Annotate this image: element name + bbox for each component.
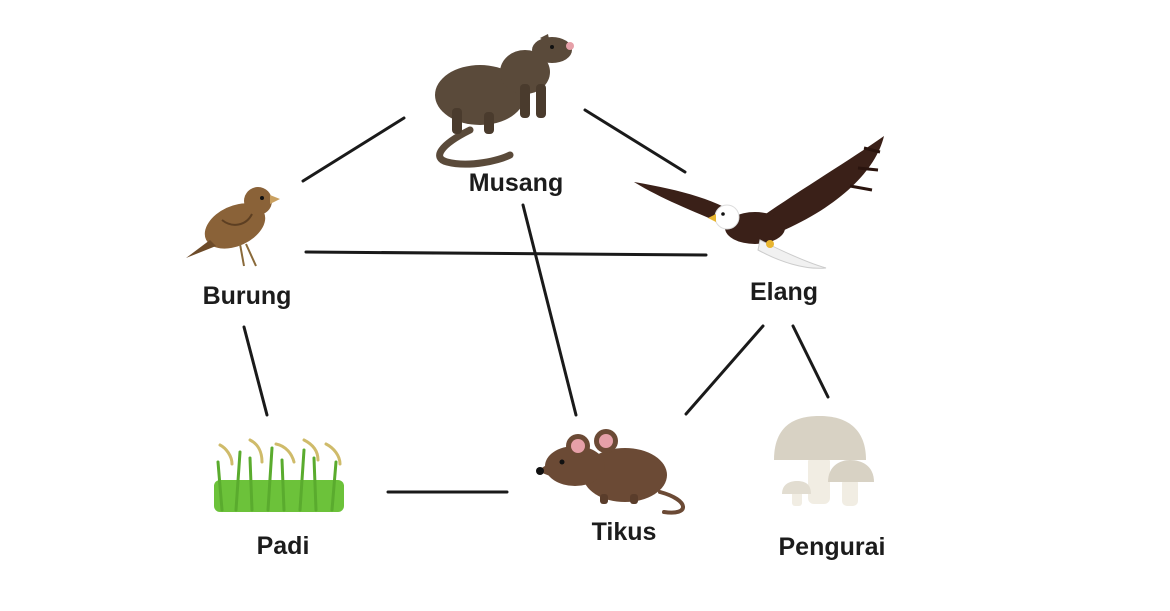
edge-burung-musang (301, 116, 406, 183)
rat-icon (536, 429, 685, 515)
label-padi: Padi (256, 532, 310, 560)
edge-burung-padi (242, 325, 269, 417)
mushroom-icon (774, 416, 874, 506)
civet-icon (435, 34, 574, 168)
edge-elang-tikus (684, 324, 765, 416)
edge-burung-elang (304, 250, 708, 257)
edge-musang-tikus (521, 203, 578, 417)
edge-elang-pengurai (791, 324, 830, 399)
label-elang: Elang (749, 278, 819, 306)
label-tikus: Tikus (591, 518, 657, 546)
edge-musang-elang (583, 108, 687, 174)
sparrow-icon (186, 187, 280, 267)
label-musang: Musang (468, 169, 564, 197)
eagle-icon (634, 136, 884, 269)
label-burung: Burung (202, 282, 292, 310)
edges (242, 108, 830, 494)
label-pengurai: Pengurai (778, 533, 886, 561)
rice-grass-icon (214, 438, 344, 512)
